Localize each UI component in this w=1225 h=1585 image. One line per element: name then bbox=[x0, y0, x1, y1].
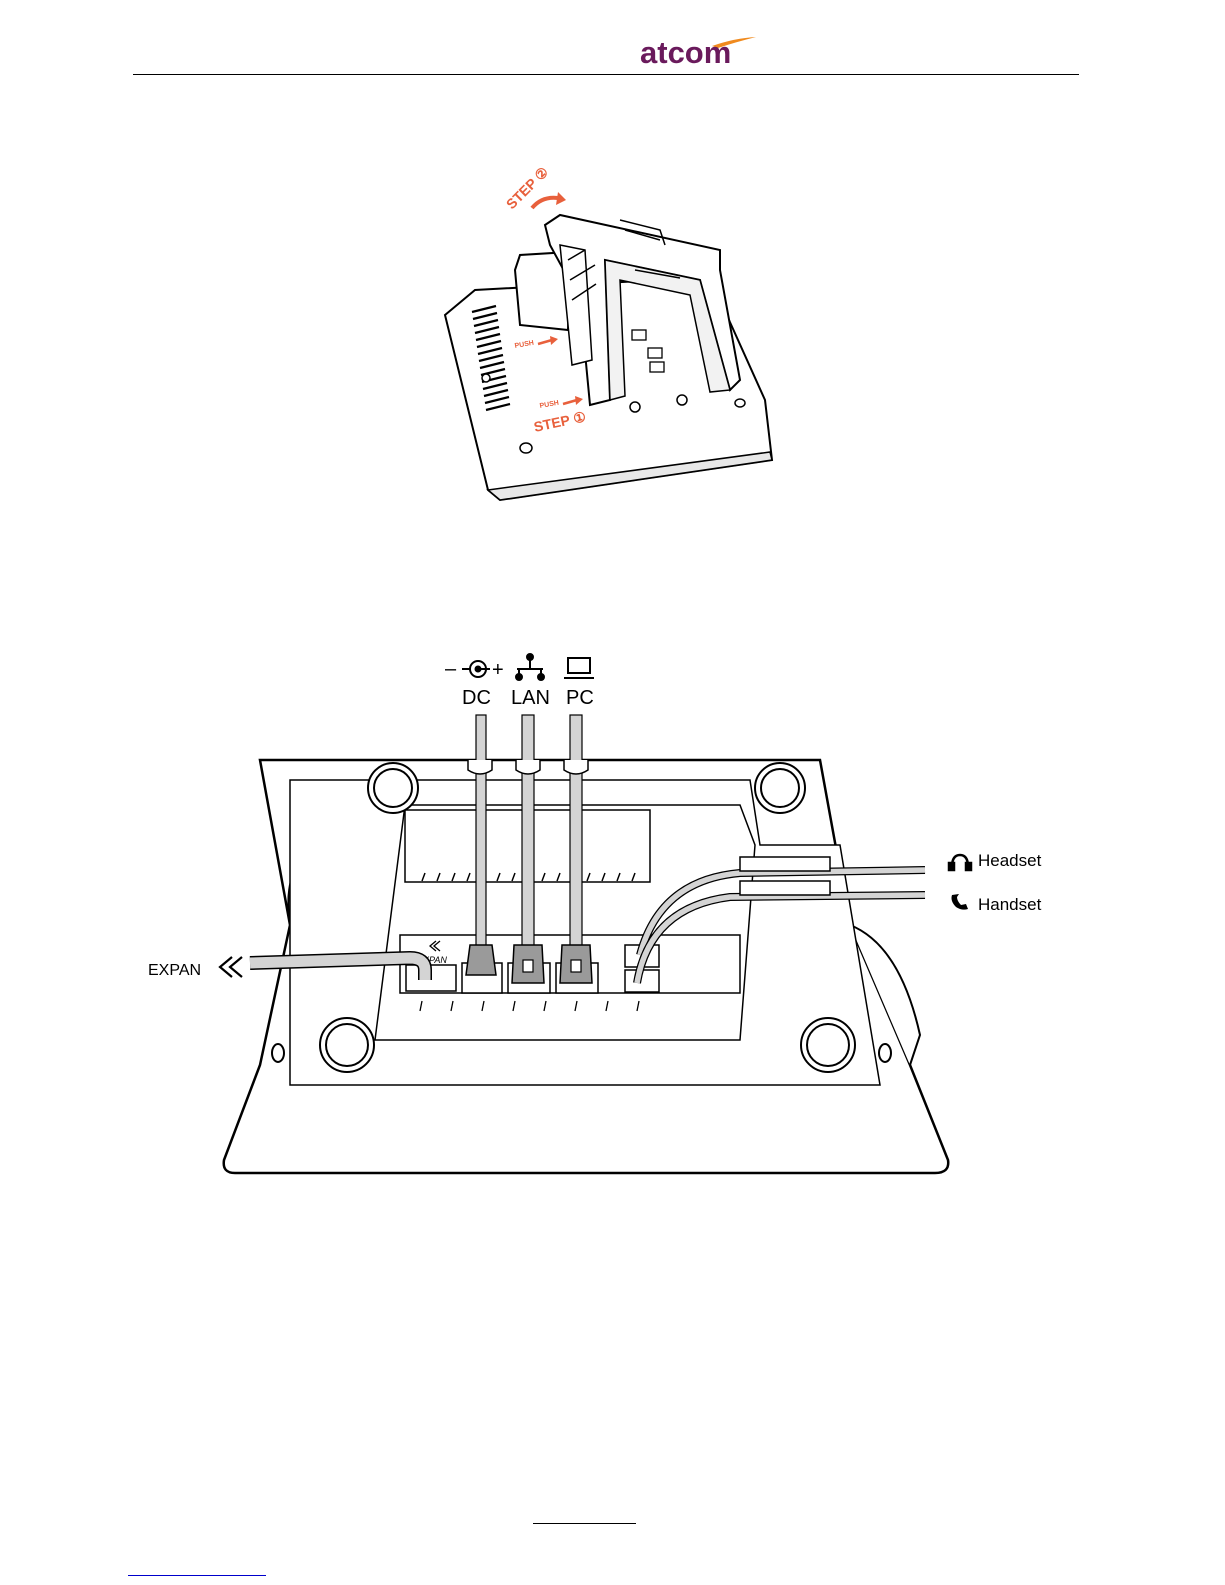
expan-icon bbox=[220, 957, 242, 977]
footer-link-underline bbox=[128, 1575, 266, 1576]
step2-arrow-icon bbox=[532, 198, 558, 208]
ports-figure: – + DC LAN PC bbox=[140, 645, 1060, 1185]
headset-icon bbox=[949, 855, 971, 870]
atcom-logo: atcom bbox=[640, 36, 760, 70]
handset-icon bbox=[952, 894, 969, 910]
lan-label: LAN bbox=[511, 687, 550, 709]
expan-label: EXPAN bbox=[148, 962, 201, 979]
header-rule bbox=[133, 74, 1079, 75]
dc-plus: + bbox=[492, 659, 504, 681]
lan-network-icon bbox=[516, 654, 544, 680]
dc-icon bbox=[462, 661, 490, 677]
handset-label: Handset bbox=[978, 895, 1042, 914]
pc-laptop-icon bbox=[564, 658, 594, 678]
logo-text: atcom bbox=[640, 36, 731, 70]
footer-rule bbox=[533, 1523, 636, 1524]
headset-label: Headset bbox=[978, 851, 1042, 870]
step2-label: STEP ② bbox=[503, 163, 552, 212]
stand-install-figure: STEP ② STEP ① PUSH PUSH bbox=[420, 160, 790, 510]
dc-minus: – bbox=[445, 658, 457, 680]
dc-label: DC bbox=[462, 687, 491, 709]
pc-label: PC bbox=[566, 687, 594, 709]
